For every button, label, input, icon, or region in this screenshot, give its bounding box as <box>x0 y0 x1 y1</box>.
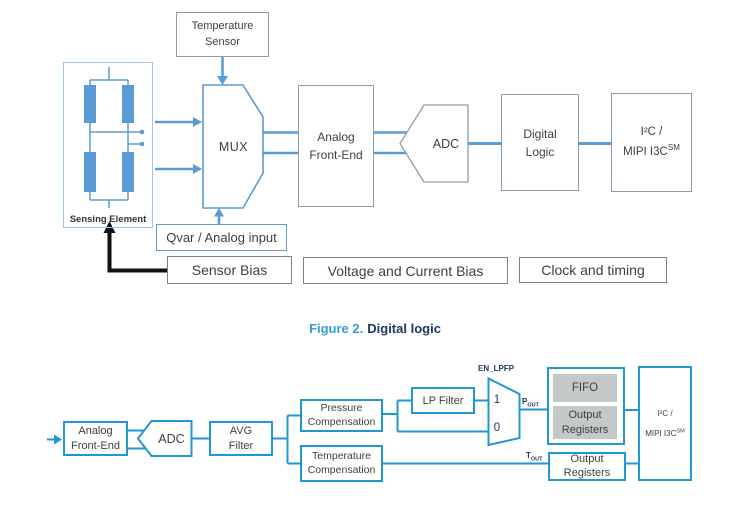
temperature-sensor-arrow <box>217 57 228 85</box>
en-lpfp-signal-label: EN_LPFP <box>478 364 515 373</box>
i2c-line2-2: MIPI I3CSM <box>645 427 685 438</box>
temperature-compensation-label: Temperature Compensation <box>307 449 376 476</box>
mux-input-1-label: 1 <box>493 393 501 406</box>
pressure-to-lp-and-mux-lines <box>383 399 490 433</box>
analog-front-end-block-2: Analog Front-End <box>63 421 128 456</box>
mux-label: MUX <box>218 139 249 154</box>
i2c-line2: MIPI I3CSM <box>623 142 680 158</box>
i2c-line1-2: I²C / <box>657 409 673 419</box>
fifo-block: FIFO <box>553 374 617 402</box>
figure-caption-title: Digital logic <box>367 321 441 336</box>
i2c-mipi-block-2: I²C / MIPI I3CSM <box>638 366 692 481</box>
mux-to-afe-bus <box>263 131 298 155</box>
input-arrow <box>47 434 62 445</box>
output-registers-label-top: Output Registers <box>561 409 609 436</box>
adc-label-2: ADC <box>158 431 185 446</box>
temperature-sensor-block: Temperature Sensor <box>176 12 269 57</box>
clock-and-timing-label: Clock and timing <box>541 262 645 278</box>
adc-shape <box>399 104 469 183</box>
lp-filter-block: LP Filter <box>411 387 475 414</box>
i2c-line1: I²C / <box>640 125 663 138</box>
avg-split-lines <box>273 414 300 465</box>
clock-and-timing-block: Clock and timing <box>519 257 667 283</box>
qvar-label: Qvar / Analog input <box>166 230 277 245</box>
pressure-compensation-block: Pressure Compensation <box>300 399 383 432</box>
avg-filter-label: AVG Filter <box>228 425 254 452</box>
temperature-compensation-block: Temperature Compensation <box>300 445 383 482</box>
sensor-bias-block: Sensor Bias <box>167 256 292 284</box>
mux-input-0-label: 0 <box>493 421 501 434</box>
temperature-sensor-label: Temperature Sensor <box>191 20 254 48</box>
qvar-analog-input-block: Qvar / Analog input <box>156 224 287 251</box>
avg-filter-block: AVG Filter <box>209 421 273 456</box>
fifo-label: FIFO <box>571 382 599 394</box>
digital-logic-block: Digital Logic <box>501 94 579 191</box>
output-registers-block-bottom: Output Registers <box>548 452 626 481</box>
pressure-compensation-label: Pressure Compensation <box>307 401 376 428</box>
t-out-signal-label: TOUT <box>526 451 543 463</box>
figure-caption: Figure 2.Digital logic <box>0 321 750 336</box>
digital-logic-label: Digital Logic <box>523 126 557 159</box>
analog-front-end-block: Analog Front-End <box>298 85 374 207</box>
adc2-shape <box>136 420 193 457</box>
output-registers-label-bottom: Output Registers <box>563 452 611 479</box>
lp-filter-label: LP Filter <box>422 394 464 407</box>
lpfp-mux-shape <box>487 376 521 447</box>
qvar-arrow <box>214 208 224 224</box>
sensing-bridge <box>84 67 145 208</box>
sensor-bias-label: Sensor Bias <box>191 262 268 278</box>
output-registers-block-top: Output Registers <box>553 406 617 439</box>
figure-caption-number: Figure 2. <box>309 321 364 336</box>
analog-front-end-label-2: Analog Front-End <box>71 425 120 452</box>
mux-block: MUX <box>203 85 264 208</box>
sensing-element-block: Sensing Element <box>63 62 153 228</box>
analog-front-end-label: Analog Front-End <box>309 130 363 162</box>
i2c-mipi-block: I²C / MIPI I3CSM <box>611 93 692 192</box>
sensing-element-label: Sensing Element <box>69 214 147 225</box>
adc-label: ADC <box>432 136 460 151</box>
voltage-current-bias-block: Voltage and Current Bias <box>303 257 508 284</box>
adc-block-2: ADC <box>151 421 192 456</box>
i2c-superscript-2: SM <box>676 427 685 434</box>
sensing-to-mux-arrows <box>155 117 202 174</box>
i2c-superscript: SM <box>667 142 680 152</box>
voltage-current-bias-label: Voltage and Current Bias <box>327 262 484 279</box>
mux-shape <box>202 84 264 209</box>
adc-block: ADC <box>424 105 468 182</box>
p-out-signal-label: POUT <box>522 397 539 409</box>
